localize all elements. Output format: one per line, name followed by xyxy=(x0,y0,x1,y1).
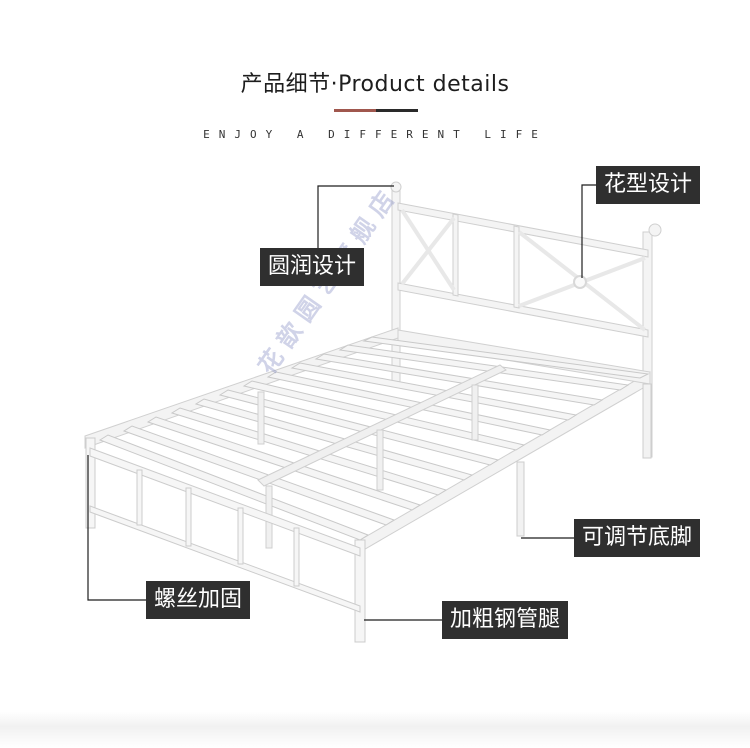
leader-rounded xyxy=(317,185,394,248)
leader-screw xyxy=(87,455,146,601)
callout-adjustable-feet: 可调节底脚 xyxy=(574,519,701,557)
right-legs xyxy=(516,383,652,537)
headboard-mid-post-right xyxy=(513,225,520,309)
footboard xyxy=(85,437,366,643)
leader-lines xyxy=(87,184,600,621)
footboard-top-rail xyxy=(89,447,361,557)
back-right-post-cap xyxy=(648,223,662,237)
headboard-pattern xyxy=(400,208,647,332)
front-left-post xyxy=(85,437,96,529)
title-underline-dark xyxy=(376,109,418,112)
title-underline-accent xyxy=(334,109,376,112)
bottom-divider xyxy=(0,712,750,748)
callout-pattern-design: 花型设计 xyxy=(596,166,701,204)
middle-right-leg xyxy=(516,461,525,537)
leader-pattern xyxy=(581,184,600,278)
page-title: 产品细节·Product details xyxy=(240,72,510,97)
headboard-bottom-rail xyxy=(397,282,649,338)
callout-rounded-design: 圆润设计 xyxy=(260,248,365,286)
bed-slats xyxy=(98,336,650,541)
front-right-post xyxy=(354,539,366,643)
callout-screw-reinforce: 螺丝加固 xyxy=(146,581,251,619)
bed-frame xyxy=(390,181,662,458)
footboard-bottom-rail xyxy=(89,505,361,613)
callout-thick-steel-legs: 加粗钢管腿 xyxy=(442,601,569,639)
title-underline xyxy=(334,109,418,112)
headboard-mid-post-left xyxy=(452,213,459,297)
headboard-top-rail xyxy=(397,202,649,258)
page-subtitle: ENJOY A DIFFERENT LIFE xyxy=(203,128,547,141)
back-left-post-cap xyxy=(390,181,402,193)
